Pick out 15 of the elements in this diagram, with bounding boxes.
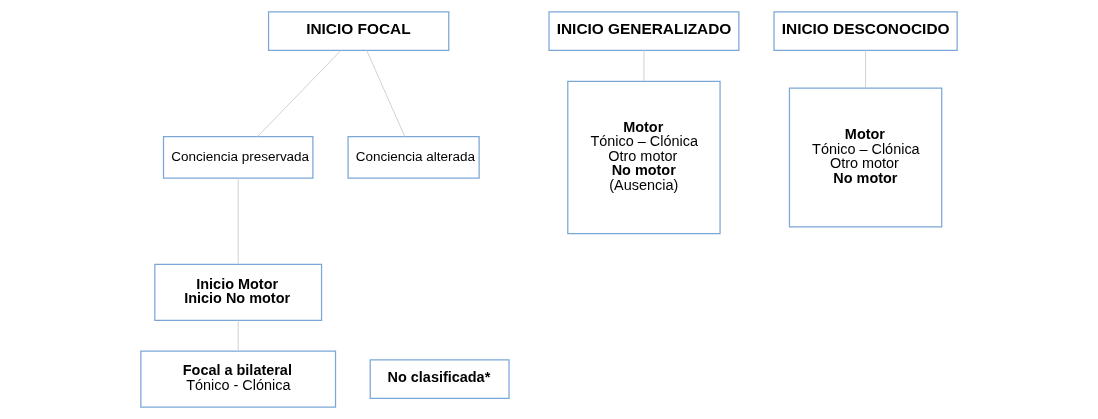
node-box: INICIO FOCAL [267,11,450,52]
connector [865,50,867,89]
node-box: Conciencia alterada [347,136,480,179]
node-box: Focal a bilateral Tónico - Clónica [140,350,337,408]
node-box: Inicio Motor Inicio No motor [154,263,323,321]
connector [237,320,239,352]
node-box: Conciencia preservada [162,136,314,179]
node-box: Motor Tónico – Clónica Otro motor No motor (Ausencia) [567,80,721,235]
connector [257,50,342,137]
node-box: Motor Tónico – Clónica Otro motor No motor [788,87,943,228]
node-box: No clasificada* [369,359,510,399]
connector [366,50,406,137]
connector [237,177,239,265]
node-box: INICIO GENERALIZADO [548,11,740,52]
node-box: INICIO DESCONOCIDO [773,11,958,52]
